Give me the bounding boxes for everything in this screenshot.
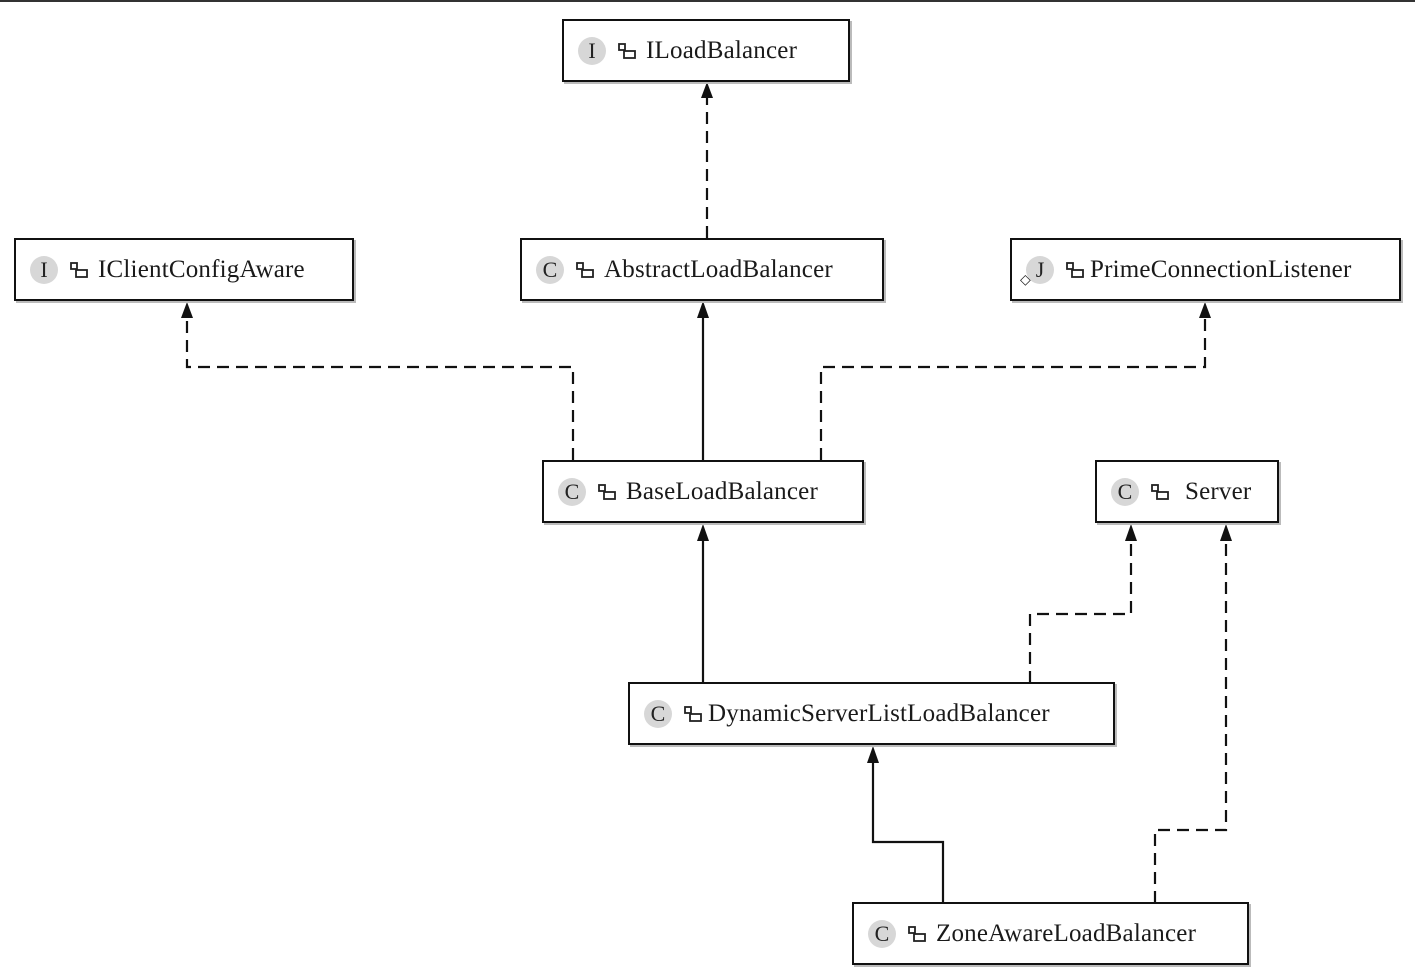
- edge-zoneaware-to-dynamic: [871, 762, 945, 903]
- class-badge-icon: C: [868, 919, 896, 948]
- class-badge-icon: C: [558, 477, 586, 506]
- package-icon: [1066, 261, 1084, 278]
- node-abstractloadbalancer[interactable]: C AbstractLoadBalancer: [520, 238, 884, 301]
- top-border-line: [0, 0, 1415, 2]
- node-label: PrimeConnectionListener: [1090, 255, 1352, 283]
- badge-letter: J: [1035, 256, 1045, 282]
- edge-zoneaware-to-server: [1153, 540, 1228, 903]
- arrowhead-base: [697, 524, 709, 541]
- node-server[interactable]: C Server: [1095, 460, 1279, 523]
- node-label: AbstractLoadBalancer: [604, 255, 833, 283]
- class-badge-icon: C: [1111, 477, 1139, 506]
- node-label: BaseLoadBalancer: [626, 477, 818, 505]
- node-dynamicserverlistloadbalancer[interactable]: C DynamicServerListLoadBalancer: [628, 682, 1115, 745]
- arrowhead-abstract: [697, 301, 709, 318]
- edge-dynamic-to-server: [1028, 540, 1133, 683]
- node-iclientconfigaware[interactable]: I IClientConfigAware: [14, 238, 354, 301]
- package-icon: [618, 42, 636, 59]
- node-label: DynamicServerListLoadBalancer: [708, 699, 1050, 727]
- package-icon: [598, 483, 616, 500]
- interface-badge-icon: I: [30, 255, 58, 284]
- node-label: IClientConfigAware: [98, 255, 305, 283]
- package-icon: [70, 261, 88, 278]
- arrowhead-server-right: [1220, 524, 1232, 541]
- interface-badge-icon: I: [578, 36, 606, 65]
- node-zoneawareloadbalancer[interactable]: C ZoneAwareLoadBalancer: [852, 902, 1249, 965]
- node-iloadbalancer[interactable]: I ILoadBalancer: [562, 19, 850, 82]
- arrowhead-iloadbalancer: [701, 82, 713, 98]
- arrowhead-primeconnectionlistener: [1199, 302, 1211, 318]
- node-primeconnectionlistener[interactable]: J ◇ PrimeConnectionListener: [1010, 238, 1401, 301]
- arrowhead-dynamic: [867, 746, 879, 763]
- package-icon: [908, 925, 926, 942]
- package-icon: [576, 261, 594, 278]
- package-icon: [1151, 483, 1169, 500]
- java-interface-badge-icon: J ◇: [1020, 255, 1054, 287]
- arrowhead-iclientconfigaware: [181, 302, 193, 318]
- class-badge-icon: C: [644, 699, 672, 728]
- node-baseloadbalancer[interactable]: C BaseLoadBalancer: [542, 460, 864, 523]
- node-label: ILoadBalancer: [646, 36, 798, 64]
- diamond-icon: ◇: [1020, 272, 1031, 288]
- node-label: ZoneAwareLoadBalancer: [936, 919, 1197, 947]
- edge-base-to-iclientconfigaware: [185, 318, 575, 460]
- class-badge-icon: C: [536, 255, 564, 284]
- node-label: Server: [1185, 477, 1252, 505]
- arrowhead-server-left: [1125, 524, 1137, 541]
- package-icon: [684, 705, 702, 722]
- edge-base-to-primeconnectionlistener: [819, 318, 1207, 460]
